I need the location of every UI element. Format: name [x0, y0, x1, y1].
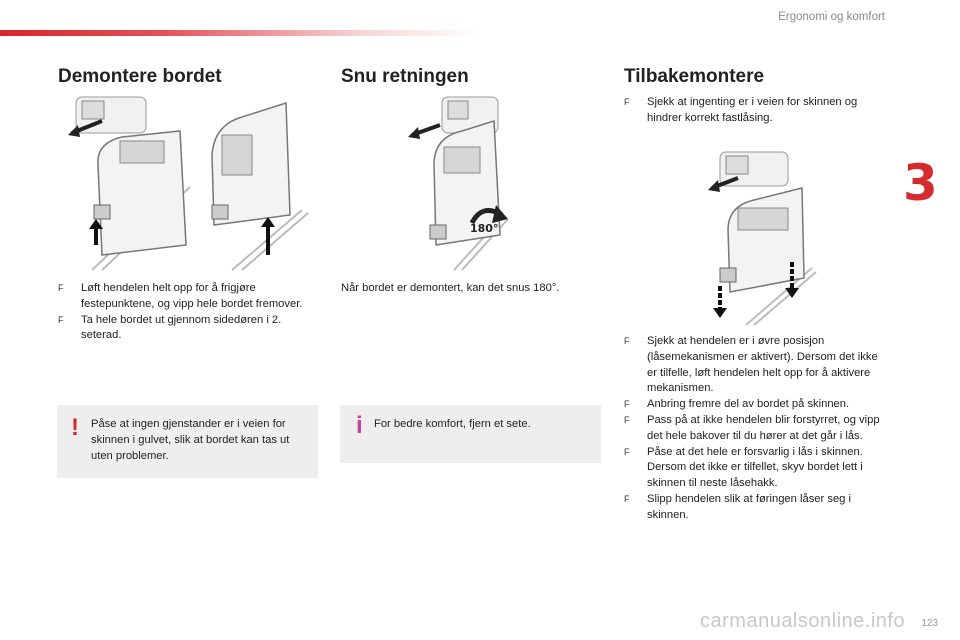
bullet-mark-icon: F	[624, 493, 630, 504]
rotation-label: 180°	[470, 222, 498, 235]
bullet-mark-icon: F	[624, 399, 630, 410]
figure-rotate-table: 180°	[408, 96, 509, 271]
col2-text: Når bordet er demontert, kan det snus 18…	[341, 282, 560, 294]
header-accent-bar	[0, 30, 480, 36]
bullet-mark-icon: F	[624, 446, 630, 457]
info-icon: i	[356, 412, 363, 439]
bullet-mark-icon: F	[624, 97, 630, 107]
figure-refit-table	[708, 151, 817, 326]
warning-text: Påse at ingen gjenstander er i veien for…	[91, 418, 290, 462]
section-title: Ergonomi og komfort	[778, 11, 885, 23]
bullet-mark-icon: F	[624, 414, 630, 425]
info-text: For bedre komfort, fjern et sete.	[374, 418, 531, 430]
chapter-number: 3	[903, 154, 938, 212]
heading-tilbakemontere: Tilbakemontere	[624, 66, 765, 87]
heading-snu: Snu retningen	[341, 66, 469, 87]
info-notice: i For bedre komfort, fjern et sete.	[340, 405, 601, 463]
bullet-mark-icon: F	[58, 283, 64, 293]
warning-icon: !	[71, 414, 79, 441]
warning-notice: ! Påse at ingen gjenstander er i veien f…	[57, 405, 318, 478]
watermark: carmanualsonline.info	[700, 610, 906, 632]
bullet-mark-icon: F	[58, 314, 64, 325]
bullet-mark-icon: F	[624, 336, 630, 346]
page-number: 123	[921, 618, 938, 629]
heading-demontere: Demontere bordet	[58, 66, 222, 87]
figure-remove-table	[68, 96, 309, 271]
